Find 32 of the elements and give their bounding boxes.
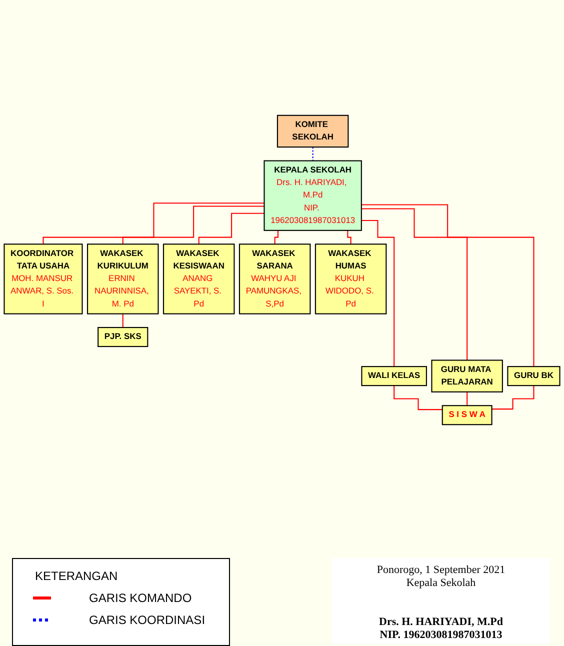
signature-text: Kepala Sekolah xyxy=(405,577,477,590)
legend-text: GARIS KOMANDO xyxy=(89,591,192,605)
node-box: GURU MATA PELAJARAN xyxy=(431,360,503,392)
connector xyxy=(361,208,468,361)
connector xyxy=(312,146,314,162)
connector xyxy=(492,385,534,410)
node-box: WAKASEK KURIKULUM ERNIN NAURINNISA, M. Pd xyxy=(87,244,159,314)
legend-text: GARIS KOORDINASI xyxy=(89,613,206,627)
signature-text: Drs. H. HARIYADI, M.Pd xyxy=(378,616,504,629)
node-box: S I S W A xyxy=(442,405,492,426)
signature-text: Ponorogo, 1 September 2021 xyxy=(376,564,506,577)
node-box: WAKASEK HUMAS KUKUH WIDODO, S. Pd xyxy=(314,244,387,314)
connector xyxy=(42,202,264,245)
node-box: WALI KELAS xyxy=(361,366,427,386)
node-box: KOORDINATOR TATA USAHA MOH. MANSUR ANWAR, S. Sos. I xyxy=(4,244,83,314)
connector xyxy=(394,385,442,410)
connector xyxy=(466,391,468,406)
node-box: PJP. SKS xyxy=(98,326,148,348)
signature-text: NIP. 196203081987031013 xyxy=(378,629,504,642)
node-box: KEPALA SEKOLAH Drs. H. HARIYADI, M.Pd NIP. 196203081987031013 xyxy=(264,160,362,231)
connector xyxy=(274,230,282,245)
connector xyxy=(361,220,395,368)
connector xyxy=(122,313,124,328)
node-box: WAKASEK SARANA WAHYU AJI PAMUNGKAS, S,Pd xyxy=(238,244,311,314)
connector xyxy=(198,212,264,245)
legend-title: KETERANGAN xyxy=(35,569,118,583)
node-box: KOMITE SEKOLAH xyxy=(276,114,349,148)
connector xyxy=(361,204,534,368)
connector xyxy=(122,206,264,245)
node-box: WAKASEK KESISWAAN ANANG SAYEKTI, S. Pd xyxy=(162,244,235,314)
connector xyxy=(344,230,352,245)
node-box: GURU BK xyxy=(507,366,560,386)
